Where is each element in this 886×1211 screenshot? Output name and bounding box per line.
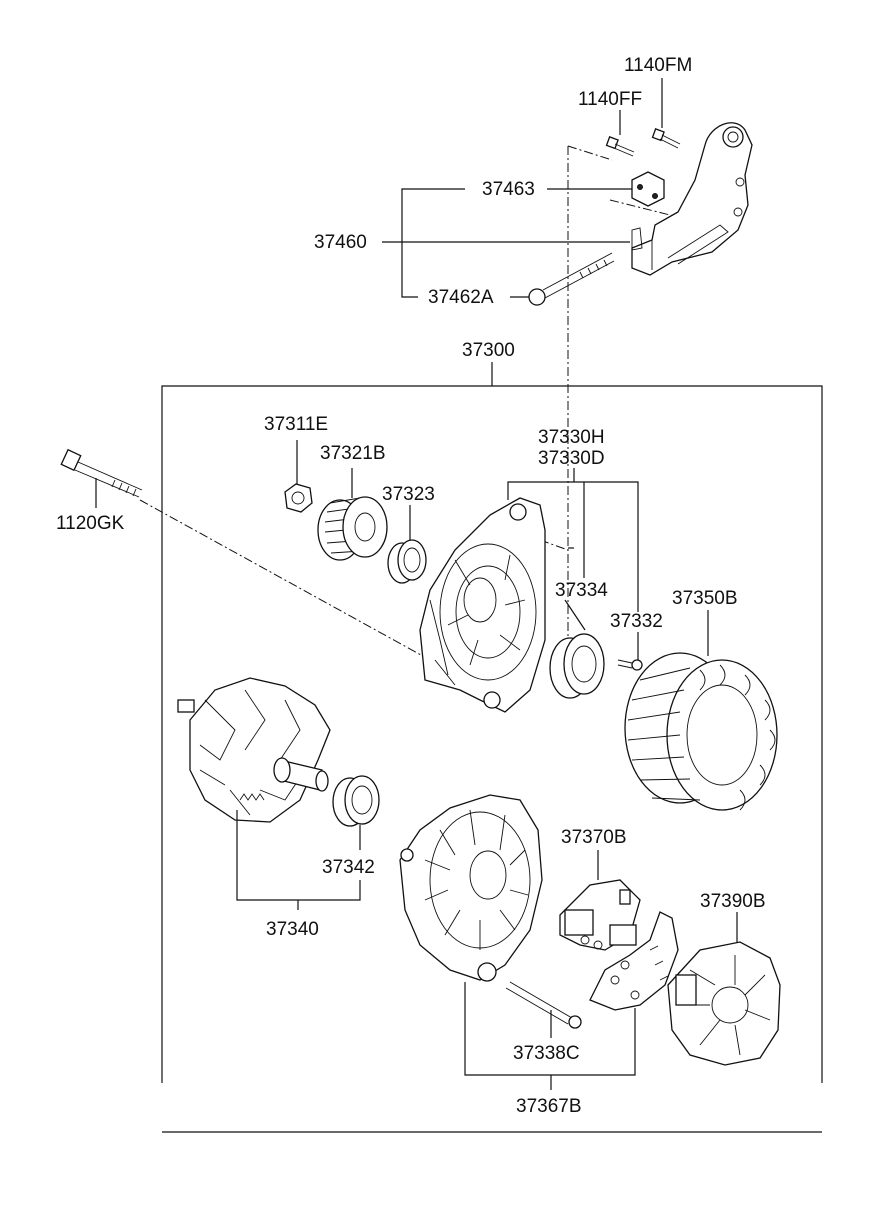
front-housing-leaders <box>507 468 639 612</box>
label-37460: 37460 <box>314 232 367 253</box>
through-bolt-1120GK <box>60 448 143 508</box>
label-37321B: 37321B <box>320 443 386 464</box>
label-37330D: 37330D <box>538 448 605 469</box>
label-37338C: 37338C <box>513 1043 580 1064</box>
rectifier-leaders <box>464 982 636 1090</box>
rectifier-37367B <box>589 911 679 1011</box>
rotor-leaders <box>236 810 361 910</box>
label-37350B: 37350B <box>672 588 738 609</box>
rear-housing <box>399 794 543 982</box>
label-37311E: 37311E <box>264 414 329 435</box>
bolt-37462A <box>528 252 615 306</box>
bearing-37342 <box>332 775 380 850</box>
regulator-37370B <box>559 850 641 951</box>
label-37323: 37323 <box>382 484 435 505</box>
label-37370B: 37370B <box>561 827 627 848</box>
label-37332: 37332 <box>610 611 663 632</box>
rear-cover-37390B <box>667 912 781 1066</box>
label-37462A: 37462A <box>428 287 494 308</box>
spacer-37323 <box>387 505 427 584</box>
screw-37332 <box>617 632 643 671</box>
nut-37311E <box>284 440 313 513</box>
assembly-frame <box>161 362 823 1133</box>
bolt-1140FF <box>605 136 635 157</box>
label-1140FF: 1140FF <box>578 89 643 110</box>
label-1120GK: 1120GK <box>56 513 125 534</box>
rotor-37340 <box>177 677 331 823</box>
bolt-1140FM <box>651 128 681 149</box>
label-37300: 37300 <box>462 340 515 361</box>
label-37334: 37334 <box>555 580 608 601</box>
bolt-37338C <box>505 981 582 1038</box>
label-37367B: 37367B <box>516 1096 582 1117</box>
front-housing <box>419 497 546 713</box>
label-37340: 37340 <box>266 919 319 940</box>
mounting-bracket <box>631 122 753 276</box>
stator-37350B <box>624 610 778 811</box>
label-1140FM: 1140FM <box>624 55 693 76</box>
bracket-group-leaders <box>382 78 663 298</box>
pulley-37321B <box>317 468 388 561</box>
label-37390B: 37390B <box>700 891 766 912</box>
label-37342: 37342 <box>322 857 375 878</box>
nut-block-37463 <box>631 171 665 207</box>
label-37330H: 37330H <box>538 427 605 448</box>
bearing-37334 <box>549 599 605 699</box>
label-37463: 37463 <box>482 179 535 200</box>
